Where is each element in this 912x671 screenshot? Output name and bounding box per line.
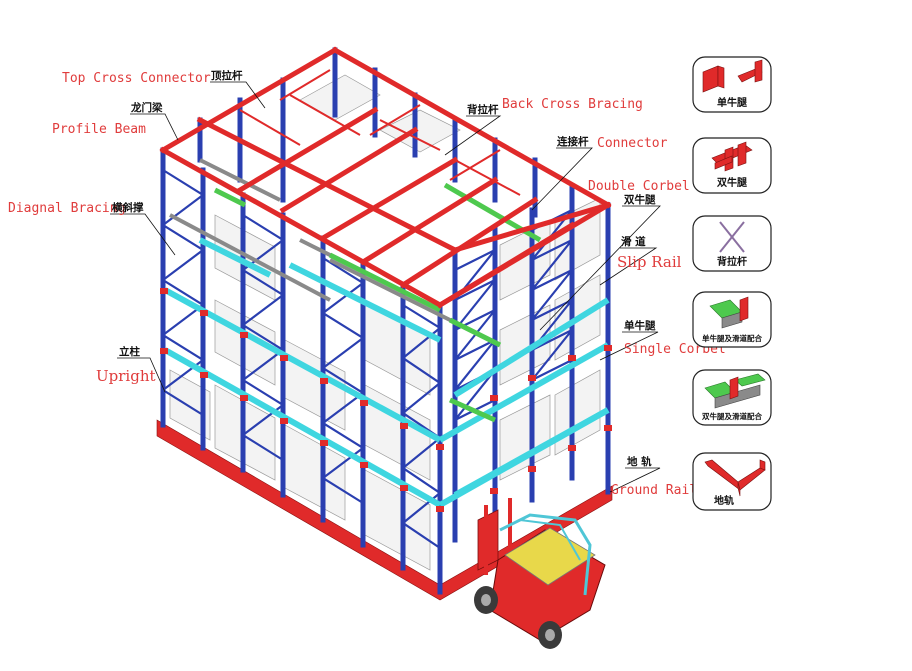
slip-rails: [163, 237, 610, 508]
legend-item-double-corbel: 双牛腿: [692, 137, 772, 194]
leader-lines: [110, 81, 661, 493]
label-ground-rail-cn: 地 轨: [627, 455, 652, 468]
label-double-corbel-cn: 双牛腿: [623, 193, 656, 206]
label-profile-beam-cn: 龙门梁: [130, 101, 163, 114]
label-single-corbel-cn: 单牛腿: [624, 319, 656, 332]
label-back-cross-bracing-cn: 背拉杆: [467, 103, 499, 116]
ground-rail-icon: [704, 459, 766, 497]
legend-item-ground-rail: 地轨: [692, 452, 772, 511]
forklift: [474, 498, 606, 649]
label-double-corbel-en: Double Corbel: [588, 179, 690, 194]
label-upright-cn: 立柱: [119, 345, 140, 358]
legend-caption-single-corbel-slip-rail: 单牛腿及滑道配合: [702, 333, 762, 343]
label-profile-beam-en: Profile Beam: [52, 122, 146, 137]
back-cross-bracing-icon: [719, 221, 745, 253]
legend-caption-ground-rail: 地轨: [714, 494, 734, 507]
rack-structure: [156, 46, 613, 601]
label-ground-rail-en: Ground Rail: [611, 483, 697, 498]
legend-item-double-corbel-slip-rail: 双牛腿及滑道配合: [692, 369, 772, 426]
label-connector-cn: 连接杆: [557, 135, 589, 148]
legend-caption-single-corbel: 单牛腿: [717, 96, 748, 109]
top-cross-connectors: [199, 69, 521, 196]
legend-caption-double-corbel: 双牛腿: [717, 176, 748, 189]
label-upright-en: Upright: [96, 367, 156, 385]
double-corbel-slip-rail-icon: [704, 373, 766, 409]
legend-item-single-corbel: 单牛腿: [692, 56, 772, 113]
label-diagonal-bracing-cn: 横斜撑: [112, 201, 144, 214]
label-back-cross-bracing-en: Back Cross Bracing: [502, 97, 643, 112]
label-slip-rail-cn: 滑 道: [621, 235, 646, 248]
single-corbel-slip-rail-icon: [709, 296, 749, 329]
legend-item-back-cross-bracing: 背拉杆: [692, 215, 772, 272]
label-top-cross-connector-cn: 顶拉杆: [211, 69, 243, 82]
label-top-cross-connector-en: Top Cross Connector: [62, 71, 211, 86]
legend-caption-back-cross-bracing: 背拉杆: [717, 255, 747, 268]
label-diagonal-bracing-en: Diagnal Bracing: [8, 201, 125, 216]
label-slip-rail-en: Slip Rail: [617, 253, 682, 271]
legend-caption-double-corbel-slip-rail: 双牛腿及滑道配合: [702, 411, 762, 421]
corbels: [160, 288, 612, 512]
legend-item-single-corbel-slip-rail: 单牛腿及滑道配合: [692, 291, 772, 348]
double-corbel-icon: [711, 141, 753, 172]
label-connector-en: Connector: [597, 136, 668, 151]
legend: 单牛腿 双牛腿 背拉杆: [692, 56, 772, 511]
single-corbel-icon: [702, 59, 763, 93]
green-corbel-rails: [213, 182, 542, 423]
